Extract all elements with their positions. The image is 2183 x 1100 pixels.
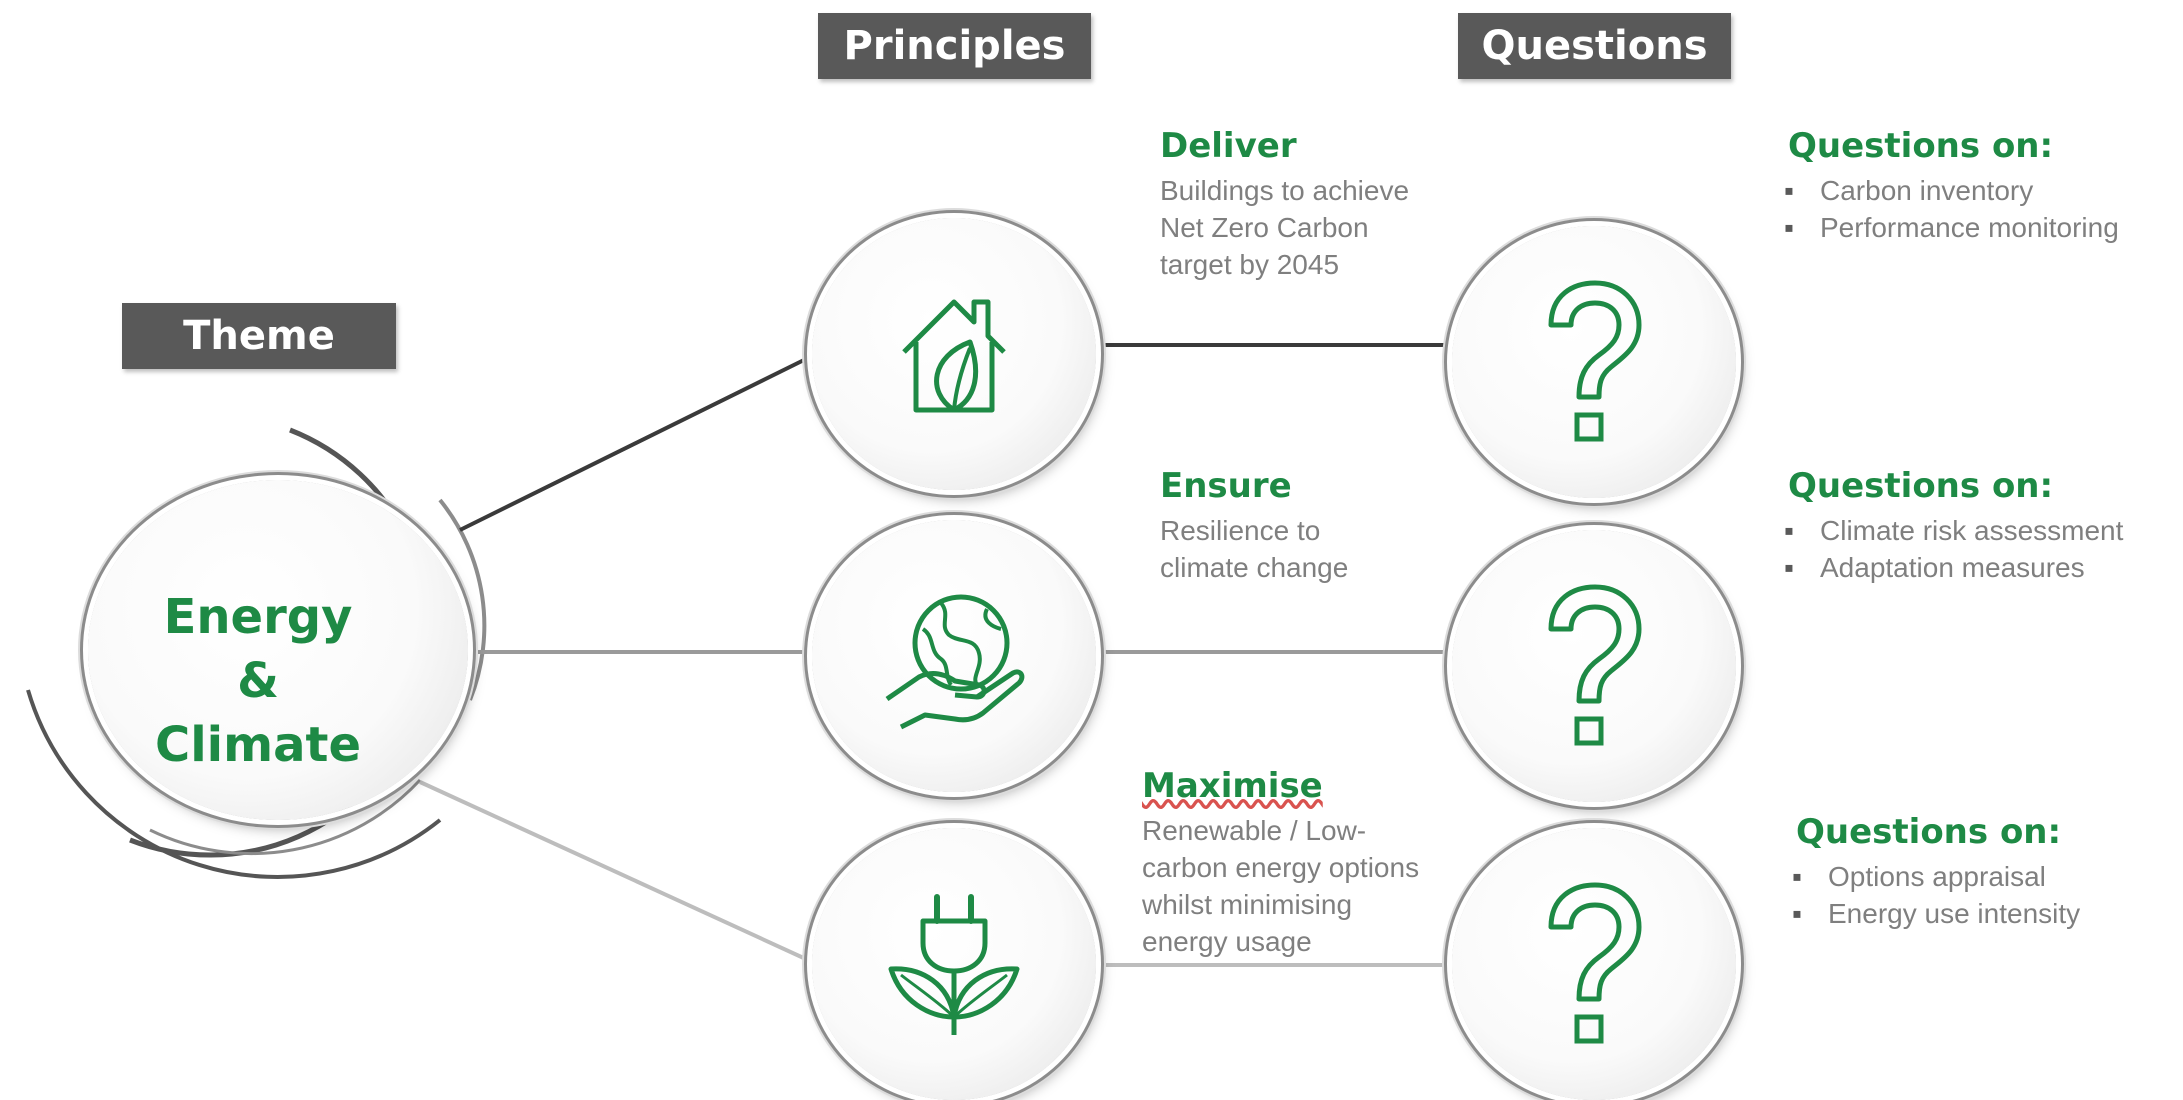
- principle-circle-ensure: [812, 520, 1096, 792]
- question-title-1: Questions on:: [1788, 126, 2054, 166]
- principle-desc-ensure: Resilience to climate change: [1160, 515, 1349, 583]
- question-list-3: Options appraisal Energy use intensity: [1788, 858, 2080, 932]
- question-title-2: Questions on:: [1788, 466, 2054, 506]
- question-list-2: Climate risk assessment Adaptation measu…: [1780, 512, 2123, 586]
- principle-title-maximise: Maximise: [1142, 766, 1323, 806]
- header-theme: Theme: [122, 303, 396, 369]
- question-item: Adaptation measures: [1780, 549, 2123, 586]
- question-mark-icon: [1548, 882, 1642, 1044]
- theme-label: Energy & Climate: [138, 585, 378, 777]
- principle-circle-deliver: [812, 218, 1096, 490]
- theme-circle: Energy & Climate: [88, 480, 468, 820]
- question-item: Options appraisal: [1788, 858, 2080, 895]
- theme-label-line1: Energy &: [163, 589, 353, 709]
- question-item: Carbon inventory: [1780, 172, 2119, 209]
- question-item: Energy use intensity: [1788, 895, 2080, 932]
- principle-desc-maximise: Renewable / Low- carbon energy options w…: [1142, 815, 1420, 957]
- principle-desc-deliver: Buildings to achieve Net Zero Carbon tar…: [1160, 175, 1410, 280]
- question-mark-icon: [1548, 280, 1642, 442]
- header-principles: Principles: [818, 13, 1091, 79]
- principle-title-deliver: Deliver: [1160, 126, 1297, 166]
- question-list-1: Carbon inventory Performance monitoring: [1780, 172, 2119, 246]
- header-questions: Questions: [1458, 13, 1731, 79]
- principle-title-ensure: Ensure: [1160, 466, 1292, 506]
- question-item: Performance monitoring: [1780, 209, 2119, 246]
- house-leaf-icon: [902, 299, 1006, 413]
- theme-outer-arc-lower: [26, 689, 442, 880]
- theme-inner-arc: [438, 498, 487, 701]
- question-circle-3: [1452, 828, 1736, 1100]
- theme-inner-arc-2: [149, 778, 422, 855]
- question-mark-icon: [1548, 584, 1642, 746]
- question-circle-2: [1452, 530, 1736, 802]
- plug-plant-icon: [888, 894, 1020, 1035]
- connector-theme-maximise: [419, 780, 809, 962]
- principle-circle-maximise: [812, 828, 1096, 1100]
- question-item: Climate risk assessment: [1780, 512, 2123, 549]
- theme-label-line2: Climate: [154, 717, 362, 773]
- connector-theme-deliver: [459, 356, 809, 532]
- hand-globe-icon: [885, 594, 1025, 730]
- question-circle-1: [1452, 226, 1736, 498]
- question-title-3: Questions on:: [1796, 812, 2062, 852]
